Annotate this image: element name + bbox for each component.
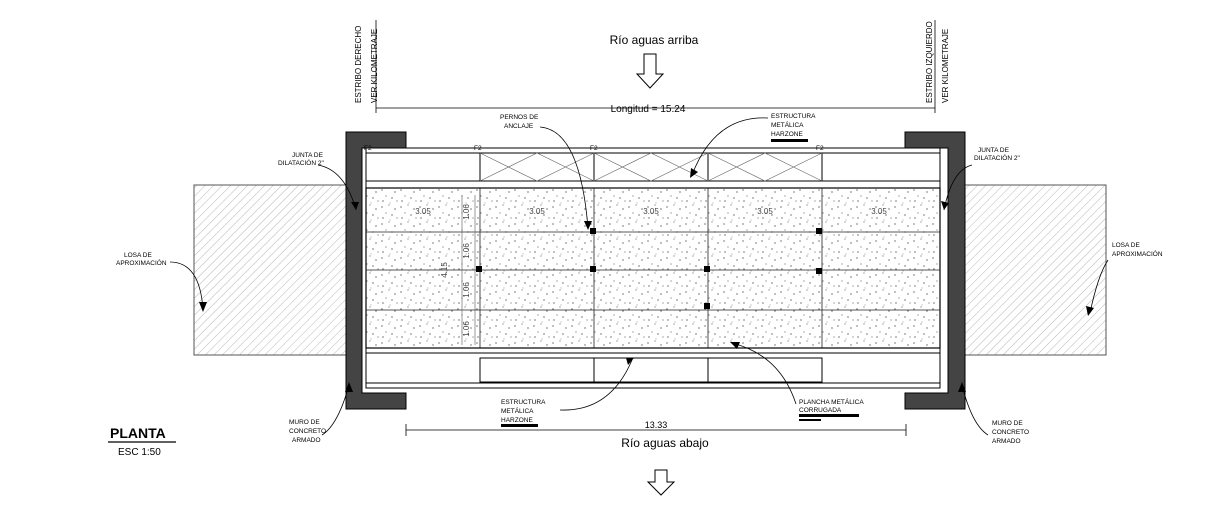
joint-left-label: JUNTA DE DILATACIÓN 2" xyxy=(278,152,325,167)
structure-bottom-underline xyxy=(501,424,538,427)
section-mark: F2 xyxy=(474,145,482,152)
overall-dimension-line xyxy=(375,20,936,113)
bridge-deck xyxy=(365,187,941,349)
slab-right-leader xyxy=(1089,259,1109,314)
structure-top-label: ESTRUCTURA METÁLICA HARZONE xyxy=(771,113,817,138)
width-dimension-lines xyxy=(461,195,476,345)
section-mark: F2 xyxy=(816,145,824,152)
anchor-bolts-label: PERNOS DE ANCLAJE xyxy=(500,114,540,130)
joint-right-label: JUNTA DE DILATACIÓN 2" xyxy=(974,147,1020,162)
approach-slab-left xyxy=(193,184,347,356)
structure-bottom-leader xyxy=(559,359,633,411)
approach-slab-right xyxy=(953,184,1107,356)
strip-width: 1.06 xyxy=(462,321,471,337)
bottom-dimension-line xyxy=(405,424,907,436)
wall-right-label: MURO DE CONCRETO ARMADO xyxy=(992,420,1031,445)
slab-left-leader xyxy=(169,261,204,311)
structure-bottom-label: ESTRUCTURA METÁLICA HARZONE xyxy=(501,399,547,424)
span-dimension: 3.05 xyxy=(871,207,887,216)
girder-top xyxy=(365,147,941,189)
span-dimension: 3.05 xyxy=(757,207,773,216)
plate-leader xyxy=(731,342,797,405)
abutment-right-label: ESTRIBO DERECHO xyxy=(354,26,363,103)
structure-top-underline xyxy=(771,139,808,142)
upstream-arrow-icon xyxy=(635,53,665,89)
drawing-title: PLANTA xyxy=(110,425,166,441)
downstream-arrow-icon xyxy=(646,469,676,496)
upstream-label: Río aguas arriba xyxy=(610,33,699,47)
span-dimension: 3.05 xyxy=(529,207,545,216)
abutment-left-label: ESTRIBO IZQUIERDO xyxy=(925,21,934,103)
overall-length: Longitud = 15.24 xyxy=(611,104,686,115)
span-dimension: 3.05 xyxy=(415,207,431,216)
wall-right-leader xyxy=(961,384,989,436)
slab-left-label: LOSA DE APROXIMACIÓN xyxy=(116,252,167,267)
concrete-wall-right xyxy=(904,131,966,410)
anchor-bolts xyxy=(476,228,822,309)
section-mark: F2 xyxy=(364,145,372,152)
plate-underline xyxy=(799,414,859,417)
wall-left-label: MURO DE CONCRETO ARMADO xyxy=(289,419,328,444)
concrete-wall-left xyxy=(345,131,407,410)
abutment-right-sublabel: VER KILOMETRAJE xyxy=(370,29,379,103)
span-dimension: 3.05 xyxy=(643,207,659,216)
strip-width: 1.06 xyxy=(462,243,471,259)
section-mark: F2 xyxy=(590,145,598,152)
drawing-scale: ESC 1:50 xyxy=(118,447,161,458)
bottom-dimension: 13.33 xyxy=(645,420,668,430)
slab-right-label: LOSA DE APROXIMACIÓN xyxy=(1112,242,1163,258)
plate-underline-short xyxy=(799,419,821,421)
girder-bottom xyxy=(365,347,941,389)
anchor-bolts-leader xyxy=(539,126,589,229)
strip-width: 1.06 xyxy=(462,204,471,220)
structure-top-leader xyxy=(691,117,769,176)
plate-label: PLANCHA METÁLICA CORRUGADA xyxy=(799,397,865,414)
width-total: 4.15 xyxy=(440,262,449,278)
leader-arrowheads xyxy=(199,168,1094,392)
abutment-left-sublabel: VER KILOMETRAJE xyxy=(941,29,950,103)
downstream-label: Río aguas abajo xyxy=(621,436,709,450)
strip-width: 1.06 xyxy=(462,282,471,298)
